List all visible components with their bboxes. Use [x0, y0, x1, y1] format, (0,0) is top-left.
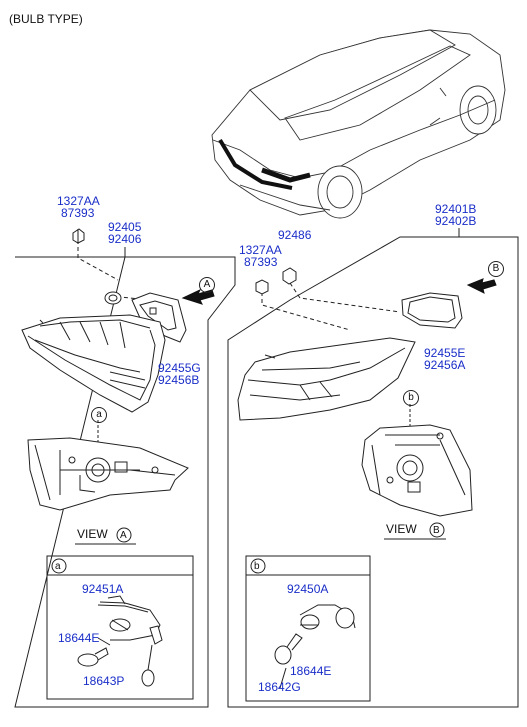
right-part-87393: 87393: [244, 255, 278, 269]
view-b-circle: [429, 522, 445, 538]
detail-b-socket: 92450A: [287, 582, 329, 596]
left-view-letter: A: [120, 530, 127, 541]
view-b-arrow: [466, 278, 497, 294]
gasket-right: [401, 292, 463, 329]
diagram-title: (BULB TYPE): [9, 12, 83, 26]
detail-a-socket: 92451A: [82, 582, 124, 596]
right-assembly-frame: [227, 236, 519, 708]
detail-a-marker: a: [55, 561, 61, 572]
left-detail-marker: a: [91, 407, 107, 423]
right-part-92401b: 92401B: [435, 202, 477, 216]
left-part-1327aa: 1327AA: [57, 194, 100, 208]
detail-box-b: [245, 555, 371, 702]
view-a-arrow: [181, 288, 215, 305]
nut-right: [255, 279, 269, 295]
detail-a-bulb-18643p: 18643P: [83, 674, 125, 688]
left-part-92406: 92406: [108, 232, 142, 246]
left-gasket-92456b: 92456B: [158, 373, 200, 387]
detail-a-bulb-18644e: 18644E: [58, 631, 100, 645]
socket-wire-a: [97, 595, 161, 641]
left-part-92405: 92405: [108, 220, 142, 234]
car-illustration: [211, 29, 506, 219]
right-screw-92486: 92486: [278, 228, 312, 242]
detail-b-bulb-18644e: 18644E: [290, 664, 332, 678]
right-gasket-92456a: 92456A: [424, 358, 466, 372]
left-gasket-92455g: 92455G: [158, 361, 201, 375]
detail-box-a: [46, 555, 194, 700]
left-part-87393: 87393: [61, 206, 95, 220]
inner-tail-lamp: [21, 314, 166, 413]
left-callout-a: A: [199, 277, 215, 293]
clip-left: [104, 291, 122, 305]
right-view-letter: B: [433, 525, 440, 536]
bulb-a1: [77, 647, 109, 667]
detail-b-marker: b: [254, 561, 260, 572]
right-part-92402b: 92402B: [435, 214, 477, 228]
bulb-b: [274, 633, 303, 665]
right-detail-marker: b: [403, 390, 419, 406]
inner-lamp-rear-view: [27, 437, 189, 511]
right-view-label: VIEW: [386, 522, 417, 536]
bulb-a2: [141, 625, 163, 687]
right-part-1327aa: 1327AA: [239, 243, 282, 257]
right-gasket-92455e: 92455E: [424, 346, 466, 360]
outer-tail-lamp: [237, 337, 416, 421]
socket-wire-b: [299, 604, 356, 630]
detail-b-bulb-18642g: 18642G: [258, 680, 301, 694]
screw-right: [282, 267, 297, 285]
right-callout-b: B: [488, 261, 504, 277]
outer-lamp-rear-view: [361, 424, 473, 517]
left-view-label: VIEW: [77, 527, 108, 541]
nut-left: [72, 228, 85, 244]
view-a-circle: [116, 527, 132, 543]
